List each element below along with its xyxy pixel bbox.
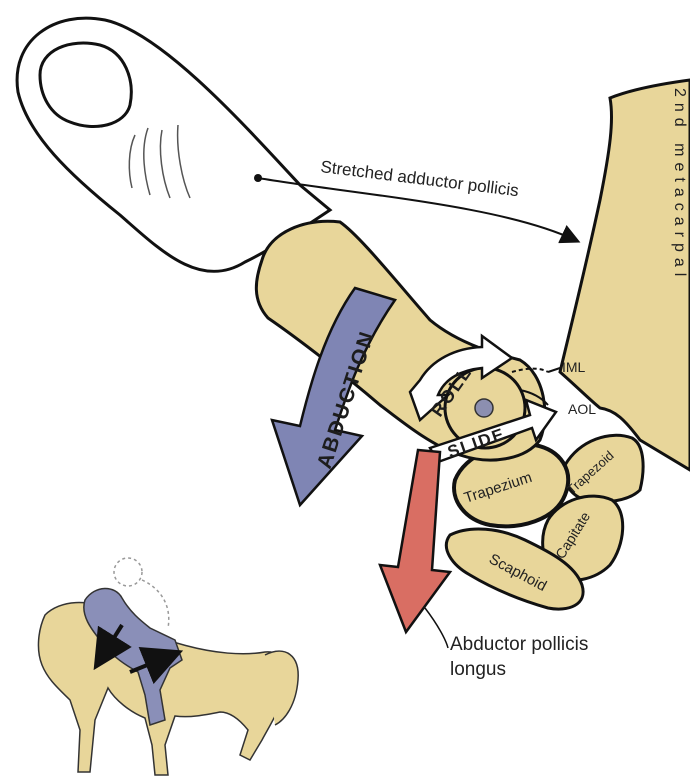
aol-label: AOL [568,401,596,417]
stretched-adductor-label: Stretched adductor pollicis [320,157,520,200]
iml-label: IML [562,359,586,375]
abductor-pollicis-longus-arrow [380,450,450,632]
axis-of-rotation-dot [475,399,493,417]
second-metacarpal-label: 2nd metacarpal [671,88,688,282]
horse-rider-illustration [38,558,298,775]
abductor-pollicis-longus-label-line2: longus [450,659,506,680]
abductor-leader-line [425,608,448,648]
horse-body [38,603,288,775]
abductor-pollicis-longus-label-line1: Abductor pollicis [450,634,588,655]
rider-head-ghost [114,558,142,586]
rider-motion-ghost [142,580,169,628]
